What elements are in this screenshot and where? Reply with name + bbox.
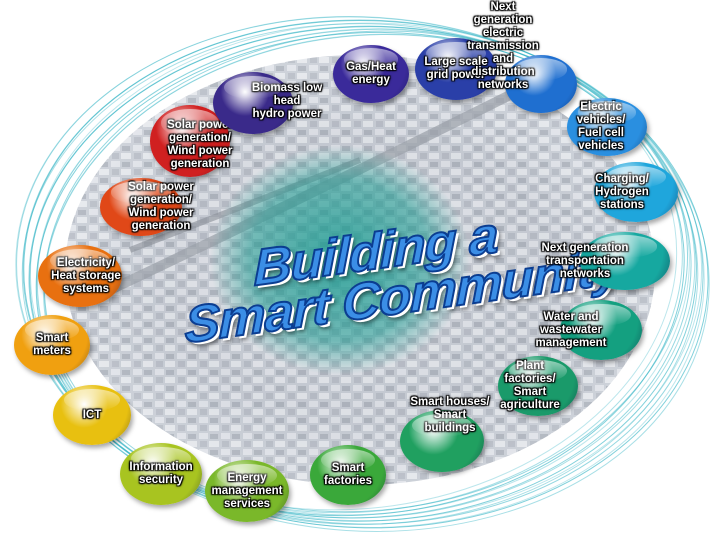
- node-biomass-hydro[interactable]: Biomass low head hydro power: [213, 72, 322, 134]
- node-label: Next generation transportation networks: [541, 241, 629, 280]
- node-label: Gas/Heat energy: [346, 61, 396, 86]
- swirl-ring: [23, 19, 709, 529]
- node-label: Solar power generation/ Wind power gener…: [128, 181, 194, 232]
- swirl-ring: [36, 28, 690, 516]
- node-smart-houses[interactable]: Smart houses/ Smart buildings: [400, 396, 490, 472]
- node-label: Plant factories/ Smart agriculture: [500, 360, 560, 411]
- node-label: Biomass low head hydro power: [251, 81, 323, 120]
- node-gas-heat-energy[interactable]: Gas/Heat energy: [333, 45, 409, 103]
- node-charging-hydrogen[interactable]: Charging/ Hydrogen stations: [594, 162, 678, 222]
- swirl-ring: [35, 31, 685, 517]
- node-energy-management[interactable]: Energy management services: [205, 460, 289, 522]
- node-smart-meters[interactable]: Smart meters: [14, 315, 90, 375]
- node-large-scale-grid-power[interactable]: Large scale grid power: [415, 38, 497, 100]
- node-label: Electric vehicles/ Fuel cell vehicles: [576, 101, 626, 152]
- node-label: Water and wastewater management: [535, 310, 607, 349]
- node-label: Electricity/ Heat storage systems: [51, 256, 121, 295]
- node-solar-wind-wide[interactable]: Solar power generation/ Wind power gener…: [100, 178, 194, 236]
- node-label: Smart houses/ Smart buildings: [410, 395, 490, 434]
- node-next-gen-transmission[interactable]: Next generation electric transmission an…: [467, 1, 577, 113]
- node-ict[interactable]: ICT: [53, 385, 131, 445]
- node-storage-systems[interactable]: Electricity/ Heat storage systems: [38, 245, 122, 307]
- node-label: Charging/ Hydrogen stations: [595, 172, 649, 211]
- node-label: Large scale grid power: [424, 56, 488, 81]
- node-electric-vehicles[interactable]: Electric vehicles/ Fuel cell vehicles: [567, 98, 647, 156]
- node-smart-factories[interactable]: Smart factories: [310, 445, 386, 505]
- node-label: Next generation electric transmission an…: [467, 0, 539, 91]
- node-next-gen-transportation[interactable]: Next generation transportation networks: [542, 232, 670, 290]
- node-information-security[interactable]: Information security: [120, 443, 202, 505]
- node-label: Energy management services: [211, 471, 283, 510]
- swirl-ring: [29, 22, 703, 522]
- node-plant-factories[interactable]: Plant factories/ Smart agriculture: [498, 356, 578, 416]
- node-label: Solar power generation/ Wind power gener…: [167, 119, 233, 170]
- node-water-wastewater[interactable]: Water and wastewater management: [536, 300, 642, 360]
- swirl-ring: [29, 26, 697, 522]
- node-label: Smart factories: [324, 462, 372, 487]
- node-label: Information security: [129, 461, 193, 486]
- node-label: ICT: [82, 408, 102, 421]
- swirl-ring: [15, 16, 705, 528]
- center-glow: [210, 145, 470, 375]
- node-label: Smart meters: [33, 332, 71, 357]
